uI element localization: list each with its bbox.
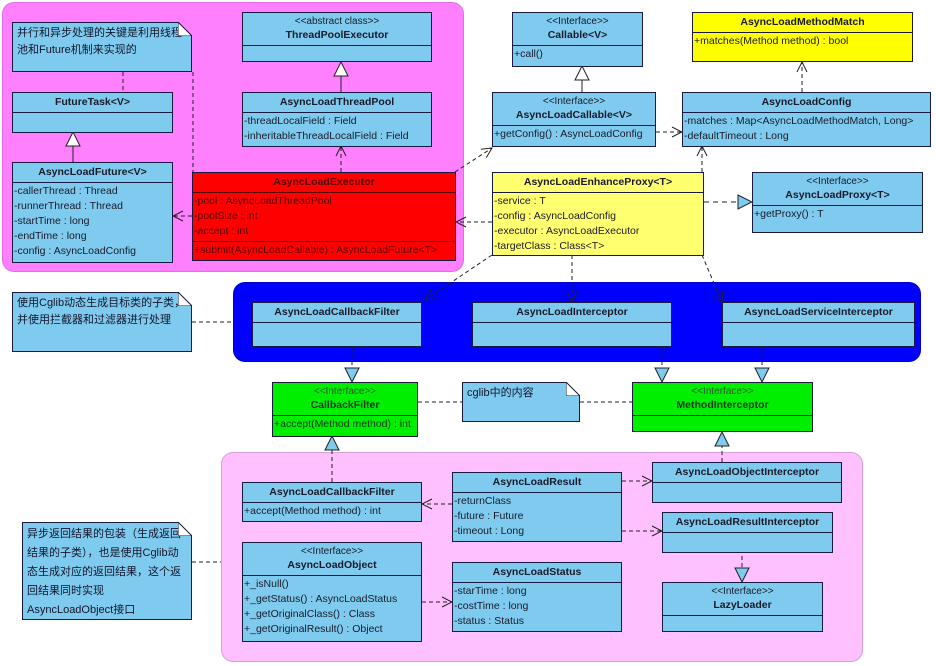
class-method: +getProxy() : T [754, 208, 824, 220]
note-cglib-proxy: 使用Cglib动态生成目标类的子类，并使用拦截器和过滤器进行处理 [12, 292, 192, 352]
class-name: AsyncLoadObjectInterceptor [674, 466, 820, 478]
class-stereotype: <<Interface>> [691, 386, 754, 397]
class-async-load-method-match[interactable]: AsyncLoadMethodMatch +matches(Method met… [692, 12, 913, 62]
class-name: CallbackFilter [310, 399, 380, 411]
class-field: -returnClass [454, 495, 512, 507]
class-async-load-proxy[interactable]: <<Interface>> AsyncLoadProxy<T> +getProx… [752, 172, 923, 233]
note-cglib-content: cglib中的内容 [462, 382, 580, 422]
class-field: -threadLocalField : Field [244, 115, 357, 127]
note-fold-icon [178, 292, 192, 306]
class-name: Callable<V> [547, 29, 608, 41]
class-field: -service : T [494, 195, 546, 207]
class-name: AsyncLoadServiceInterceptor [744, 306, 893, 318]
class-async-load-executor[interactable]: AsyncLoadExecutor -pool : AsyncLoadThrea… [192, 172, 456, 261]
class-stereotype: <<Interface>> [300, 546, 364, 557]
class-stereotype: <<Interface>> [711, 586, 774, 597]
class-field: -config : AsyncLoadConfig [14, 245, 136, 257]
class-name: FutureTask<V> [54, 96, 131, 108]
note-future-mechanism: 并行和异步处理的关键是利用线程池和Future机制来实现的 [12, 22, 192, 72]
class-name: AsyncLoadMethodMatch [740, 16, 865, 28]
class-result-callback-filter[interactable]: AsyncLoadCallbackFilter +accept(Method m… [242, 482, 422, 522]
class-field: -timeout : Long [454, 525, 525, 537]
class-name: LazyLoader [713, 599, 772, 611]
class-name: AsyncLoadCallable<V> [515, 109, 633, 121]
class-name: AsyncLoadEnhanceProxy<T> [523, 176, 673, 188]
class-name: AsyncLoadResultInterceptor [675, 516, 820, 528]
class-async-load-object-interceptor[interactable]: AsyncLoadObjectInterceptor [652, 462, 842, 503]
class-name: AsyncLoadStatus [492, 566, 582, 578]
note-text: 使用Cglib动态生成目标类的子类，并使用拦截器和过滤器进行处理 [17, 297, 186, 326]
class-field: -costTime : long [454, 600, 529, 612]
class-stereotype: <<abstract class>> [294, 16, 380, 27]
class-field: -inheritableThreadLocalField : Field [244, 130, 409, 142]
class-method: +matches(Method method) : bool [694, 35, 849, 47]
class-field: -config : AsyncLoadConfig [494, 210, 616, 222]
class-field: -runnerThread : Thread [14, 200, 123, 212]
class-field: -future : Future [454, 510, 524, 522]
class-field: -poolSize : int [194, 210, 258, 222]
note-fold-icon [178, 522, 192, 536]
class-stereotype: <<Interface>> [313, 386, 377, 397]
class-async-load-callable[interactable]: <<Interface>> AsyncLoadCallable<V> +getC… [492, 92, 656, 147]
class-cglib-callback-filter[interactable]: AsyncLoadCallbackFilter [252, 302, 422, 347]
class-field: -status : Status [454, 615, 525, 627]
class-name: AsyncLoadProxy<T> [785, 189, 890, 201]
class-method: +_isNull() [244, 578, 289, 590]
class-method: +_getStatus() : AsyncLoadStatus [244, 593, 398, 605]
class-method: +accept(Method method) : int [244, 505, 381, 517]
note-text: 异步返回结果的包装（生成返回结果的子类），也是使用Cglib动态生成对应的返回结… [27, 528, 181, 616]
class-name: AsyncLoadFuture<V> [38, 166, 147, 178]
class-stereotype: <<Interface>> [546, 16, 609, 27]
interface-callback-filter[interactable]: <<Interface>> CallbackFilter +accept(Met… [272, 382, 418, 437]
note-fold-icon [178, 22, 192, 36]
class-method: +_getOriginalResult() : Object [244, 623, 383, 635]
class-field: -accept : int [194, 225, 249, 237]
class-async-load-enhance-proxy[interactable]: AsyncLoadEnhanceProxy<T> -service : T -c… [492, 172, 704, 256]
note-text: cglib中的内容 [467, 387, 534, 399]
interface-async-load-object[interactable]: <<Interface>> AsyncLoadObject +_isNull()… [242, 542, 422, 642]
class-stereotype: <<Interface>> [806, 176, 869, 187]
class-async-load-result[interactable]: AsyncLoadResult -returnClass -future : F… [452, 472, 622, 542]
class-thread-pool-executor[interactable]: <<abstract class>> ThreadPoolExecutor [242, 12, 432, 62]
class-method: +getConfig() : AsyncLoadConfig [494, 128, 643, 140]
class-async-load-result-interceptor[interactable]: AsyncLoadResultInterceptor [662, 512, 833, 553]
class-name: ThreadPoolExecutor [285, 29, 389, 41]
class-field: -callerThread : Thread [14, 185, 118, 197]
class-async-load-config[interactable]: AsyncLoadConfig -matches : Map<AsyncLoad… [682, 92, 931, 147]
class-field: -matches : Map<AsyncLoadMethodMatch, Lon… [684, 115, 914, 127]
class-async-load-thread-pool[interactable]: AsyncLoadThreadPool -threadLocalField : … [242, 92, 432, 147]
class-field: -executor : AsyncLoadExecutor [494, 225, 640, 237]
class-method: +accept(Method method) : int [274, 418, 411, 430]
class-name: AsyncLoadExecutor [273, 176, 375, 188]
class-cglib-service-interceptor[interactable]: AsyncLoadServiceInterceptor [722, 302, 915, 347]
class-field: -defaultTimeout : Long [684, 130, 789, 142]
class-stereotype: <<Interface>> [542, 96, 606, 107]
note-text: 并行和异步处理的关键是利用线程池和Future机制来实现的 [17, 27, 182, 56]
class-field: -endTime : long [14, 230, 87, 242]
note-fold-icon [566, 382, 580, 396]
class-name: AsyncLoadCallbackFilter [274, 306, 400, 318]
class-name: MethodInterceptor [676, 399, 769, 411]
class-field: -targetClass : Class<T> [494, 240, 605, 252]
note-async-result: 异步返回结果的包装（生成返回结果的子类），也是使用Cglib动态生成对应的返回结… [22, 522, 192, 620]
class-name: AsyncLoadResult [492, 476, 582, 488]
class-name: AsyncLoadCallbackFilter [269, 486, 395, 498]
class-name: AsyncLoadInterceptor [516, 306, 628, 318]
class-name: AsyncLoadThreadPool [279, 96, 395, 108]
class-async-load-future[interactable]: AsyncLoadFuture<V> -callerThread : Threa… [12, 162, 173, 263]
class-future-task[interactable]: FutureTask<V> [12, 92, 173, 133]
class-callable[interactable]: <<Interface>> Callable<V> +call() [512, 12, 643, 67]
class-method: +_getOriginalClass() : Class [244, 608, 376, 620]
class-async-load-status[interactable]: AsyncLoadStatus -starTime : long -costTi… [452, 562, 622, 632]
class-name: AsyncLoadConfig [761, 96, 852, 108]
class-method: +submit(AsyncLoadCallable) : AsyncLoadFu… [194, 244, 438, 256]
class-field: -startTime : long [14, 215, 90, 227]
interface-method-interceptor[interactable]: <<Interface>> MethodInterceptor [632, 382, 813, 432]
class-method: +call() [514, 48, 543, 60]
class-field: -starTime : long [454, 585, 527, 597]
interface-lazy-loader[interactable]: <<Interface>> LazyLoader [662, 582, 823, 632]
class-field: -pool : AsyncLoadThreadPool [194, 195, 332, 207]
class-cglib-interceptor[interactable]: AsyncLoadInterceptor [472, 302, 672, 347]
class-name: AsyncLoadObject [287, 559, 377, 571]
